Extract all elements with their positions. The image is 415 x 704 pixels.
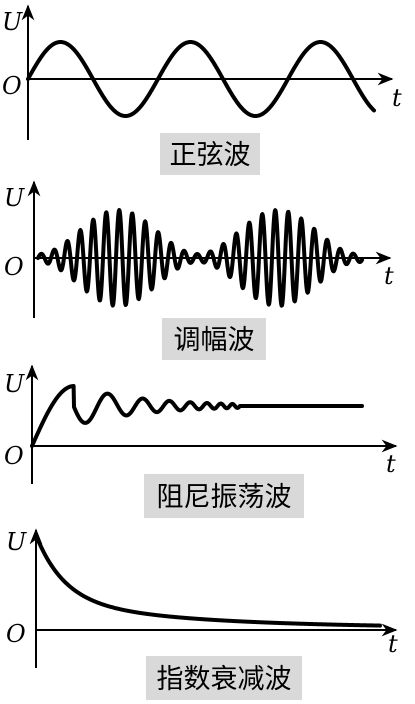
damped-x-axis-label: t <box>386 450 396 478</box>
damped-caption-box <box>144 474 304 518</box>
sine-y-axis-label: U <box>2 8 23 36</box>
exp-y-axis-label: U <box>6 528 27 556</box>
panel-sine: U O t 正弦波 <box>2 4 402 175</box>
exp-x-axis-label: t <box>388 630 398 658</box>
exp-decay-curve <box>36 538 382 628</box>
sine-caption: 正弦波 <box>170 140 251 171</box>
panel-exp: U O t 指数衰减波 <box>6 528 398 700</box>
sine-origin-label: O <box>2 72 22 100</box>
sine-x-axis-label: t <box>392 84 402 112</box>
damped-wave-curve <box>30 384 364 448</box>
damped-caption: 阻尼振荡波 <box>157 482 292 513</box>
am-caption: 调幅波 <box>174 325 255 356</box>
am-y-axis-label: U <box>4 184 25 212</box>
am-x-axis-label: t <box>384 262 394 290</box>
sine-wave-curve <box>26 40 376 118</box>
am-caption-box <box>162 318 266 360</box>
exp-caption-box <box>146 656 302 700</box>
damped-origin-label: O <box>4 442 24 470</box>
damped-y-axis-label: U <box>4 370 25 398</box>
panel-am: U O t 调幅波 <box>4 180 394 360</box>
exp-origin-label: O <box>6 620 26 648</box>
panel-damped: U O t 阻尼振荡波 <box>4 364 398 518</box>
am-origin-label: O <box>4 253 24 281</box>
exp-caption: 指数衰减波 <box>157 664 292 695</box>
am-wave-curve <box>36 208 364 308</box>
sine-caption-box <box>160 133 260 175</box>
